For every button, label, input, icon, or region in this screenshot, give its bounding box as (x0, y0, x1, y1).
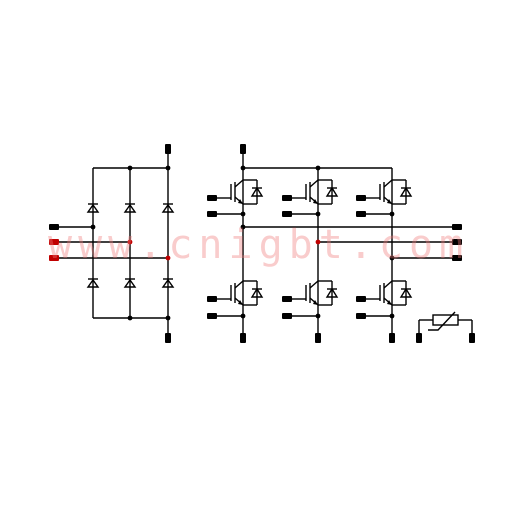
ntc-terminals (416, 333, 475, 343)
inverter-wiring (242, 150, 455, 335)
rectifier-bridge (55, 150, 169, 335)
inverter-emitter-leads (215, 213, 392, 317)
inverter-terminals (207, 144, 462, 343)
inverter-nodes (240, 165, 395, 319)
rectifier-terminals (49, 144, 171, 343)
ntc-thermistor (418, 311, 473, 333)
rectifier-nodes (90, 165, 171, 321)
